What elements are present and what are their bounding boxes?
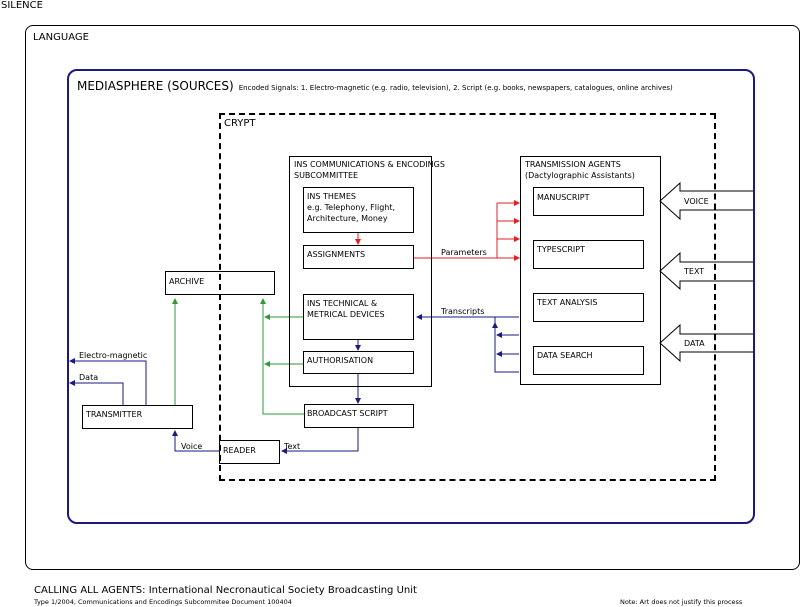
- electro-magnetic-label: Electro-magnetic: [79, 351, 148, 360]
- ins-technical-line2: METRICAL DEVICES: [307, 310, 385, 319]
- reader-box: [219, 440, 280, 464]
- ins-themes-line2: e.g. Telephony, Flight,: [307, 203, 396, 212]
- transmitter-label: TRANSMITTER: [86, 410, 143, 419]
- footer-subtitle: Type 1/2004, Communications and Encoding…: [34, 598, 292, 606]
- mediasphere-title: MEDIASPHERE (SOURCES): [77, 79, 234, 93]
- ins-themes-text: INS THEMES e.g. Telephony, Flight, Archi…: [307, 191, 395, 224]
- electro-magnetic-arrow: [69, 358, 147, 405]
- ins-technical-box: [303, 294, 414, 340]
- mediasphere-frame: [67, 69, 755, 524]
- ins-technical-text: INS TECHNICAL & METRICAL DEVICES: [307, 298, 385, 320]
- text-arrow: [281, 428, 359, 454]
- broadcast-script-label: BROADCAST SCRIPT: [307, 409, 388, 418]
- archive-feed-bus: [260, 298, 304, 415]
- assignments-label: ASSIGNMENTS: [307, 250, 366, 259]
- parameters-label: Parameters: [441, 248, 487, 257]
- voice-arrow: [172, 430, 219, 452]
- crypt-label: CRYPT: [224, 118, 256, 129]
- authorisation-box: [303, 351, 414, 374]
- text-input-label: TEXT: [684, 267, 705, 276]
- assignments-box: [303, 245, 414, 269]
- text-label: Text: [284, 442, 301, 451]
- typescript-label: TYPESCRIPT: [537, 245, 585, 254]
- transmission-agents-title: TRANSMISSION AGENTS (Dactylographic Assi…: [525, 159, 635, 181]
- ins-themes-box: [303, 187, 414, 233]
- ins-themes-line3: Architecture, Money: [307, 214, 388, 223]
- authorisation-label: AUTHORISATION: [307, 356, 374, 365]
- ins-committee-box: [289, 156, 432, 387]
- text-analysis-box: [533, 293, 644, 322]
- footer-title: CALLING ALL AGENTS: International Necron…: [34, 585, 417, 596]
- ins-themes-line1: INS THEMES: [307, 192, 356, 201]
- archive-label: ARCHIVE: [169, 277, 205, 286]
- mediasphere-subtitle: Encoded Signals: 1. Electro-magnetic (e.…: [238, 84, 673, 92]
- voice-input-label: VOICE: [684, 197, 709, 206]
- language-label: LANGUAGE: [33, 32, 89, 43]
- ins-technical-line1: INS TECHNICAL &: [307, 299, 378, 308]
- transmission-agents-line2: (Dactylographic Assistants): [525, 171, 635, 180]
- crypt-frame: [219, 113, 716, 481]
- archive-box: [165, 271, 275, 295]
- transmission-agents-line1: TRANSMISSION AGENTS: [525, 160, 621, 169]
- data-out-arrow: [69, 380, 124, 405]
- transcripts-label: Transcripts: [441, 307, 485, 316]
- footer-note: Note: Art does not justify this process: [620, 598, 743, 606]
- manuscript-label: MANUSCRIPT: [537, 193, 590, 202]
- data-search-label: DATA SEARCH: [537, 351, 593, 360]
- ins-committee-line1: INS COMMUNICATIONS & ENCODINGS: [294, 160, 445, 169]
- text-analysis-label: TEXT ANALYSIS: [537, 298, 598, 307]
- manuscript-box: [533, 187, 644, 216]
- silence-label: SILENCE: [1, 0, 43, 11]
- data-out-label: Data: [79, 373, 99, 382]
- ins-committee-line2: SUBCOMMITTEE: [294, 171, 359, 180]
- reader-label: READER: [223, 446, 256, 455]
- transmitter-box: [82, 405, 193, 429]
- voice-label: Voice: [181, 442, 203, 451]
- typescript-box: [533, 240, 644, 269]
- mediasphere-heading: MEDIASPHERE (SOURCES) Encoded Signals: 1…: [77, 75, 673, 94]
- ins-committee-title: INS COMMUNICATIONS & ENCODINGS SUBCOMMIT…: [294, 159, 445, 181]
- data-search-box: [533, 346, 644, 375]
- data-input-label: DATA: [684, 339, 705, 348]
- transmission-agents-box: [520, 156, 661, 385]
- broadcast-script-box: [304, 404, 414, 428]
